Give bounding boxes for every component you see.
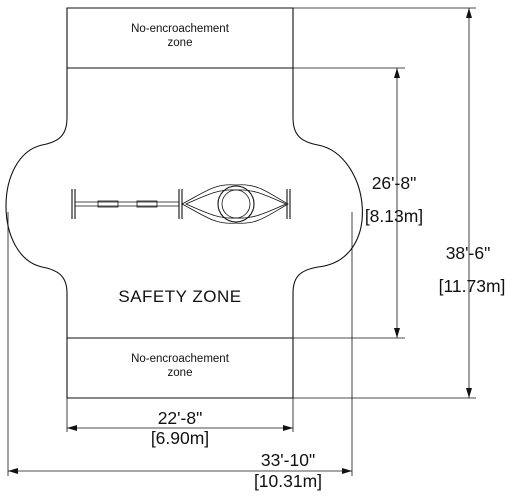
outer-width-ft-label: 33'-10" xyxy=(261,450,315,470)
inner-length-dimension xyxy=(293,67,405,339)
outer-length-dimension xyxy=(293,7,476,399)
outer-width-m-label: [10.31m] xyxy=(254,471,322,491)
inner-width-ft-label: 22'-8" xyxy=(158,408,203,428)
top-zone-label-line1: No-encroachement xyxy=(131,23,230,35)
inner-length-ft-label: 26'-8" xyxy=(372,173,417,193)
outer-width-dimension xyxy=(7,212,353,476)
inner-width-m-label: [6.90m] xyxy=(151,428,209,448)
play-equipment xyxy=(71,184,291,224)
outer-length-m-label: [11.73m] xyxy=(439,276,506,296)
outer-length-ft-label: 38'-6" xyxy=(446,243,491,263)
inner-length-m-label: [8.13m] xyxy=(365,206,423,226)
bottom-zone-label-line2: zone xyxy=(168,367,193,379)
safety-zone-outline xyxy=(5,7,363,399)
top-zone-label-line2: zone xyxy=(168,37,193,49)
inner-width-dimension xyxy=(66,398,294,432)
safety-zone-label: SAFETY ZONE xyxy=(118,287,241,306)
bottom-zone-label-line1: No-encroachement xyxy=(131,353,230,365)
